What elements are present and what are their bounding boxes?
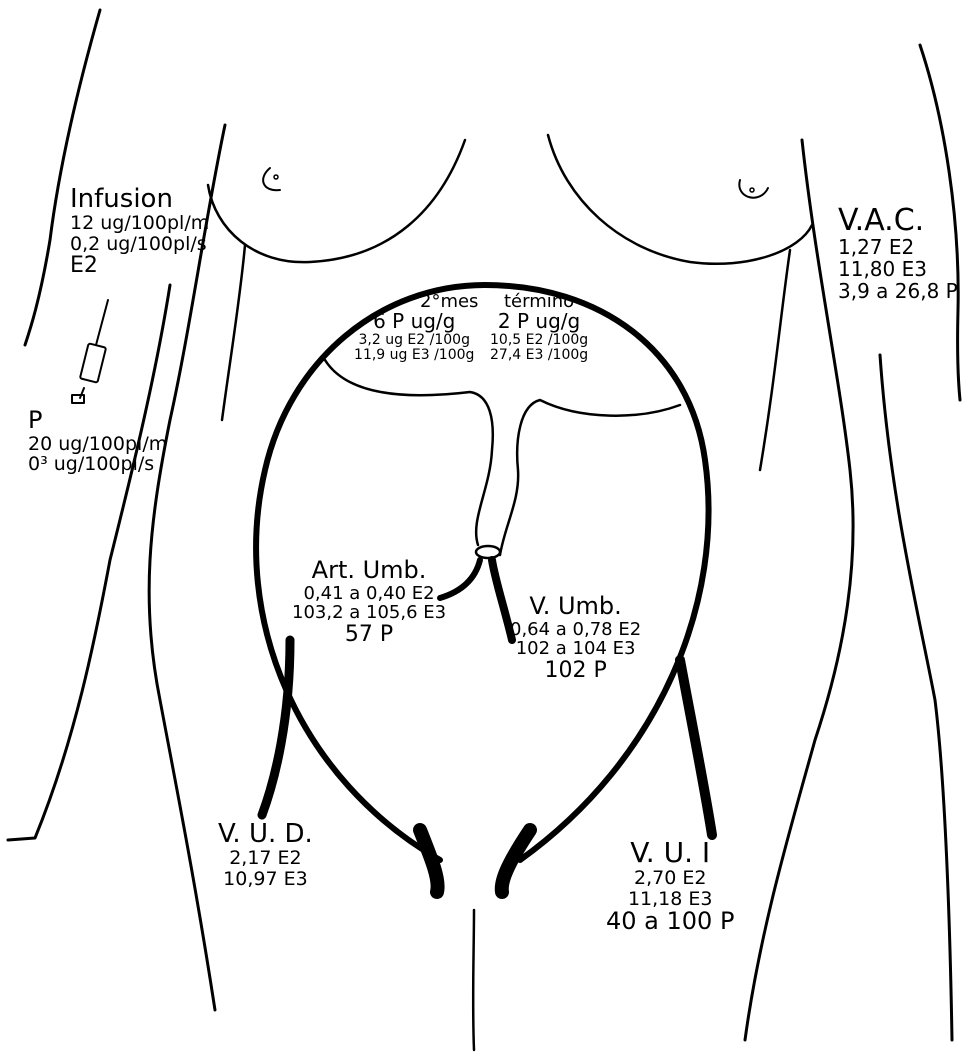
placenta-term-line-2: 10,5 E2 /100g [490,333,588,348]
p-infusion-block: P 20 ug/100pl/m 0³ ug/100pl/s [28,408,167,475]
placenta-outline-right [500,400,680,555]
vac-block: V.A.C. 1,27 E2 11,80 E3 3,9 a 26,8 P [838,205,958,302]
art-umb-line-2: 103,2 a 105,6 E3 [292,603,446,622]
infusion-block: Infusion 12 ug/100pl/m 0,2 ug/100pl/s E2 [70,185,209,278]
infusion-hormone: E2 [70,254,209,278]
right-breast-outline [548,135,812,264]
p-infusion-title: P [28,408,167,434]
art-umb-line-1: 0,41 a 0,40 E2 [292,584,446,603]
art-umb-line-3: 57 P [292,623,446,647]
vud-block: V. U. D. 2,17 E2 10,97 E3 [218,820,313,889]
vui-title: V. U. I [606,838,734,868]
vac-title: V.A.C. [838,205,958,237]
v-umb-block: V. Umb. 0,64 a 0,78 E2 102 a 104 E3 102 … [510,594,641,683]
vud-title: V. U. D. [218,820,313,848]
placenta-early-line-2: 3,2 ug E2 /100g [350,333,478,348]
vud-line-1: 2,17 E2 [218,848,313,869]
vud-line-2: 10,97 E3 [218,869,313,890]
placenta-early-line-1: 6 P ug/g [350,311,478,333]
cervix-right [502,830,530,892]
cervix-left [420,830,438,892]
right-uterine-vein [680,660,712,835]
placenta-early-block: 2°mes 6 P ug/g 3,2 ug E2 /100g 11,9 ug E… [350,292,478,363]
midline [473,910,474,1050]
left-breast-outline [208,140,465,262]
vac-line-1: 1,27 E2 [838,237,958,259]
v-umb-title: V. Umb. [510,594,641,620]
left-forearm-outline [8,285,170,840]
vui-line-3: 40 a 100 P [606,909,734,935]
right-rib-line [760,250,790,470]
placenta-term-line-3: 27,4 E3 /100g [490,348,588,363]
umbilical-vein [492,560,512,640]
infusion-title: Infusion [70,185,209,213]
v-umb-line-1: 0,64 a 0,78 E2 [510,620,641,639]
vac-line-3: 3,9 a 26,8 P [838,281,958,303]
right-forearm-outline [880,355,952,1040]
left-rib-line [222,245,245,420]
vui-line-2: 11,18 E3 [606,889,734,910]
vui-line-1: 2,70 E2 [606,868,734,889]
placenta-outline [325,360,493,545]
placenta-early-line-3: 11,9 ug E3 /100g [350,348,478,363]
art-umb-title: Art. Umb. [292,558,446,584]
infusion-rate-2: 0,2 ug/100pl/s [70,234,209,255]
syringe-icon [72,300,108,403]
vac-line-2: 11,80 E3 [838,259,958,281]
right-torso-outline [745,140,853,1040]
v-umb-line-3: 102 P [510,659,641,683]
placenta-term-line-1: 2 P ug/g [490,311,588,333]
v-umb-line-2: 102 a 104 E3 [510,639,641,658]
placenta-term-block: término 2 P ug/g 10,5 E2 /100g 27,4 E3 /… [490,292,588,363]
art-umb-block: Art. Umb. 0,41 a 0,40 E2 103,2 a 105,6 E… [292,558,446,647]
infusion-rate-1: 12 ug/100pl/m [70,213,209,234]
vui-block: V. U. I 2,70 E2 11,18 E3 40 a 100 P [606,838,734,935]
left-arm-outline [25,10,100,345]
p-infusion-rate-2: 0³ ug/100pl/s [28,454,167,475]
p-infusion-rate-1: 20 ug/100pl/m [28,434,167,455]
